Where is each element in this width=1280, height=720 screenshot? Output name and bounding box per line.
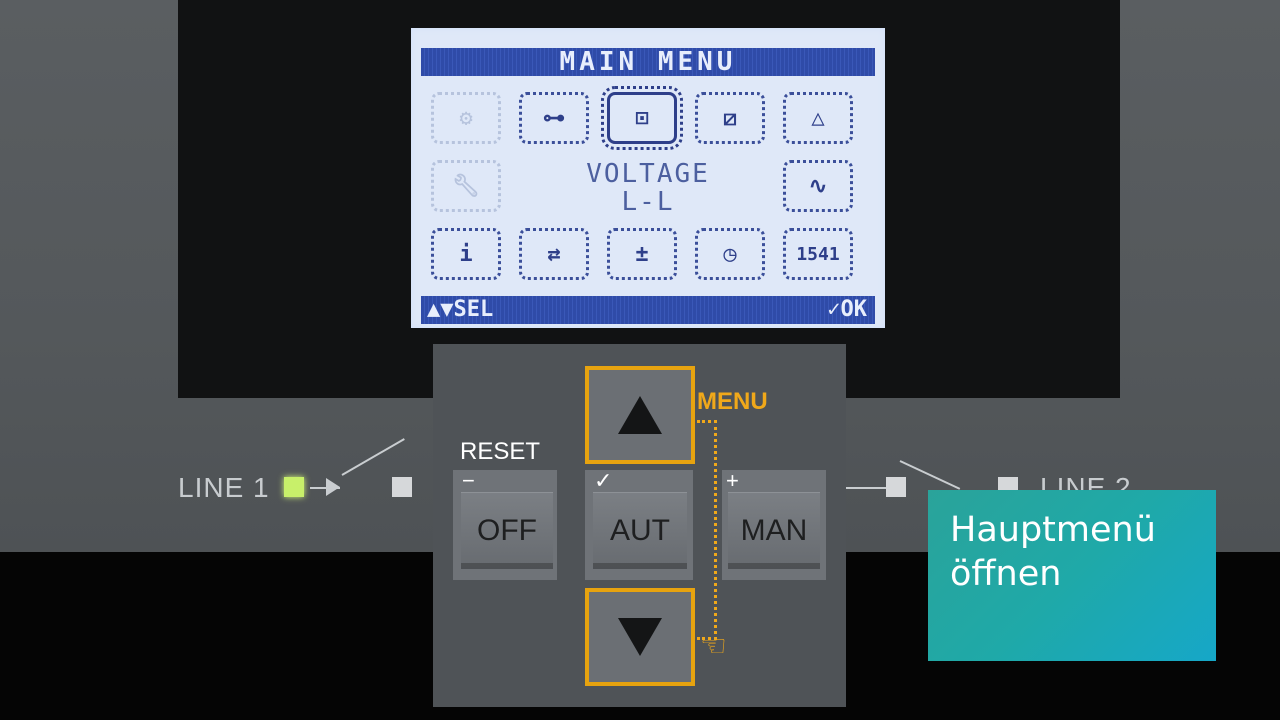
caption-line2: öffnen — [950, 554, 1062, 594]
minus-label: − — [462, 468, 475, 493]
menu-hint-dots — [697, 420, 717, 640]
down-arrow-icon — [618, 618, 662, 656]
menu-label: MENU — [697, 388, 768, 415]
caption-line1: Hauptmenü — [950, 510, 1156, 550]
counter-icon: 1541 — [783, 228, 853, 280]
lcd-selected-line1: VOLTAGE — [586, 159, 710, 189]
key-icon: ⊶ — [519, 92, 589, 144]
caption-text: Hauptmenü öffnen — [950, 508, 1156, 596]
line1-wire — [310, 487, 340, 489]
up-arrow-icon — [618, 396, 662, 434]
lcd-selected-label: VOLTAGE L-L — [561, 160, 735, 216]
lcd-footer-ok: ✓OK — [827, 297, 867, 322]
info-icon: i — [431, 228, 501, 280]
press-hand-icon: ☜ — [700, 630, 727, 663]
lcd-screen: MAIN MENU ⚙ ⊶ ⊡ ⧄ △ 🔧︎ VOLTAGE L-L ∿ i ⇄… — [411, 28, 885, 328]
line1-led — [284, 477, 304, 497]
battery-icon: ± — [607, 228, 677, 280]
line1-arrow-icon — [326, 478, 340, 496]
line2-wire — [846, 487, 886, 489]
aut-button[interactable]: AUT — [593, 492, 687, 569]
off-button[interactable]: OFF — [461, 492, 553, 569]
plus-label: + — [726, 468, 739, 493]
wrench-icon: 🔧︎ — [431, 160, 501, 212]
waveform-icon: ∿ — [783, 160, 853, 212]
lcd-footer: ▲▼SEL ✓OK — [421, 296, 875, 324]
lcd-selected-line2: L-L — [621, 187, 675, 217]
line1-label: LINE 1 — [178, 472, 270, 503]
line1-breaker — [392, 477, 412, 497]
lcd-title: MAIN MENU — [421, 48, 875, 76]
lcd-footer-sel: ▲▼SEL — [427, 297, 494, 322]
check-icon: ✓ — [594, 468, 613, 493]
down-button[interactable] — [585, 588, 695, 686]
wiring-ex-icon: ⚙ — [431, 92, 501, 144]
io-transfer-icon: ⇄ — [519, 228, 589, 280]
voltage-ll-icon: ⊡ — [601, 86, 683, 150]
line2-breaker — [886, 477, 906, 497]
alarm-bell-icon: △ — [783, 92, 853, 144]
calendar-clock-icon: ◷ — [695, 228, 765, 280]
up-button[interactable] — [585, 366, 695, 464]
man-button[interactable]: MAN — [728, 492, 820, 569]
reset-label: RESET — [460, 438, 541, 465]
lines-n-icon: ⧄ — [695, 92, 765, 144]
caption-box: Hauptmenü öffnen — [928, 490, 1216, 661]
